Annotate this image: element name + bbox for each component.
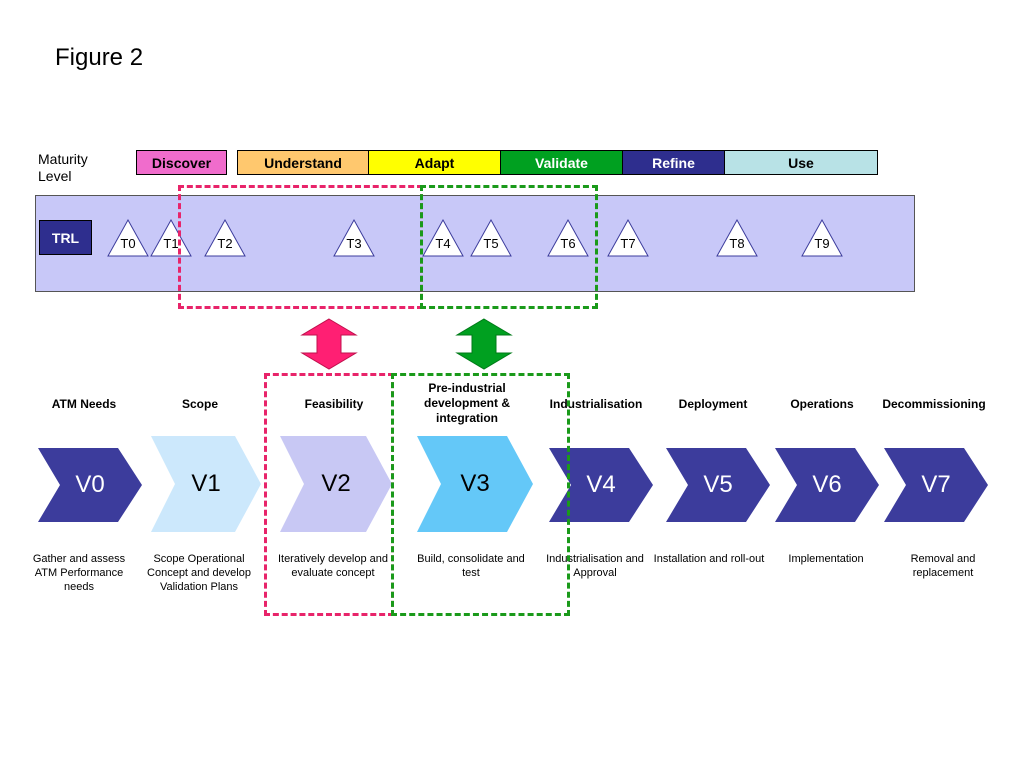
stage-title-v4: Industrialisation [549, 397, 643, 411]
maturity-level-label-text: Validate [535, 154, 588, 171]
trl-level-t6: T6 [547, 219, 589, 257]
maturity-level-label-text: Refine [652, 154, 695, 171]
trl-level-label: T9 [814, 236, 830, 251]
stage-chevron-v0: V0 [38, 448, 142, 522]
trl-level-label: T2 [217, 236, 233, 251]
green-double-arrow [455, 318, 513, 370]
stage-description-v6: Implementation [788, 553, 864, 565]
maturity-level-refine: Refine [622, 150, 725, 175]
pink-double-arrow [300, 318, 358, 370]
maturity-level-label-text: Discover [151, 154, 212, 171]
trl-level-label: T8 [729, 236, 745, 251]
stage-chevron-v4: V4 [549, 448, 653, 522]
trl-level-label: T6 [560, 236, 576, 251]
stage-chevron-v5: V5 [666, 448, 770, 522]
trl-level-t4: T4 [422, 219, 464, 257]
trl-level-t8: T8 [716, 219, 758, 257]
feasibility-stage-highlight [264, 373, 394, 616]
maturity-level-validate: Validate [500, 150, 623, 175]
maturity-level-label-text: Adapt [414, 154, 455, 171]
figure-title: Figure 2 [55, 44, 144, 71]
trl-level-t7: T7 [607, 219, 649, 257]
trl-level-label: T7 [620, 236, 636, 251]
stage-chevron-v7: V7 [884, 448, 988, 522]
feasibility-trl-highlight [178, 185, 423, 309]
stage-code: V2 [321, 470, 351, 497]
stage-title-v7: Decommissioning [882, 397, 986, 411]
stage-description-v0: Gather and assess ATM Performance needs [32, 553, 126, 593]
maturity-level-adapt: Adapt [368, 150, 501, 175]
trl-level-label: T0 [120, 236, 136, 251]
trl-level-t3: T3 [333, 219, 375, 257]
trl-level-label: T1 [163, 236, 179, 251]
stage-code: V4 [586, 471, 616, 498]
stage-chevron-v1: V1 [151, 436, 261, 532]
trl-level-label: T3 [346, 236, 362, 251]
stage-chevron-v2: V2 [280, 436, 392, 532]
stage-description-v7: Removal and replacement [910, 553, 976, 579]
stage-title-v0: ATM Needs [51, 397, 117, 411]
trl-level-t2: T2 [204, 219, 246, 257]
pre-industrial-stage-highlight [391, 373, 570, 616]
stage-chevron-v6: V6 [775, 448, 879, 522]
pre-industrial-trl-highlight [420, 185, 598, 309]
trl-level-label: T4 [435, 236, 451, 251]
maturity-level-label-text: Use [788, 154, 814, 171]
maturity-level-discover: Discover [136, 150, 227, 175]
trl-level-t1: T1 [150, 219, 192, 257]
stage-title-v1: Scope [181, 397, 218, 411]
trl-level-t9: T9 [801, 219, 843, 257]
maturity-level-label: Maturity Level [38, 151, 88, 184]
trl-level-label: T5 [483, 236, 499, 251]
stage-title-v6: Operations [790, 397, 854, 411]
stage-code: V3 [460, 470, 490, 497]
maturity-level-use: Use [724, 150, 878, 175]
stage-title-v3: Pre-industrial development & integration [423, 381, 510, 425]
stage-code: V7 [921, 471, 951, 498]
stage-description-v4: Industrialisation and Approval [546, 553, 644, 579]
stage-code: V6 [812, 471, 842, 498]
maturity-level-label-text: Understand [264, 154, 342, 171]
stage-code: V1 [191, 470, 221, 497]
stage-title-v5: Deployment [678, 397, 748, 411]
trl-label: TRL [39, 220, 92, 255]
stage-chevron-v3: V3 [417, 436, 533, 532]
stage-description-v1: Scope Operational Concept and develop Va… [147, 553, 251, 593]
stage-code: V0 [75, 471, 105, 498]
stage-description-v3: Build, consolidate and test [417, 553, 525, 579]
stage-title-v2: Feasibility [304, 397, 364, 411]
trl-level-t5: T5 [470, 219, 512, 257]
stage-code: V5 [703, 471, 733, 498]
stage-description-v5: Installation and roll-out [653, 553, 765, 565]
trl-level-t0: T0 [107, 219, 149, 257]
stage-description-v2: Iteratively develop and evaluate concept [277, 553, 389, 579]
maturity-level-understand: Understand [237, 150, 369, 175]
